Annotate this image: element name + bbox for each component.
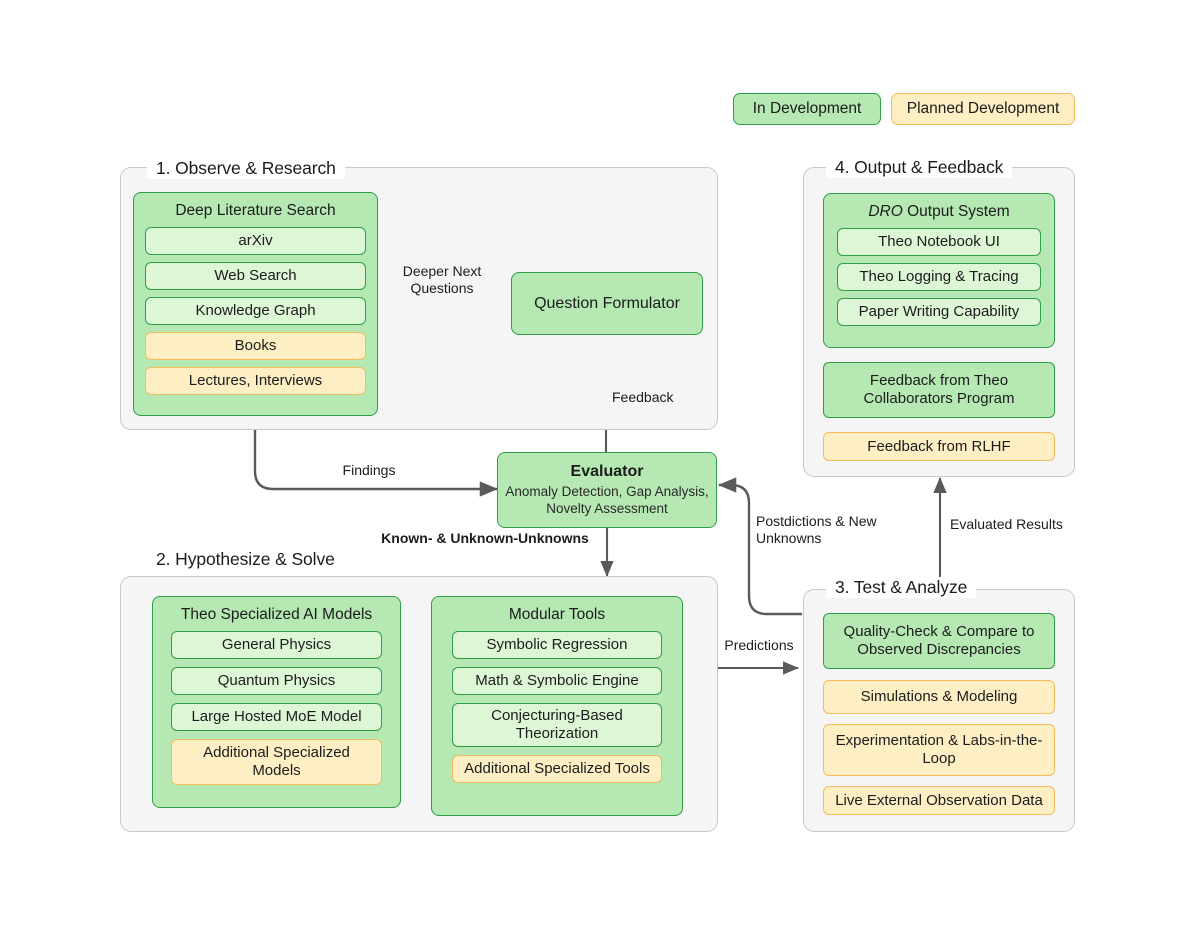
item-lectures-interviews[interactable]: Lectures, Interviews <box>145 366 366 395</box>
item-paper-writing-capability[interactable]: Paper Writing Capability <box>837 297 1041 326</box>
node-evaluator-subtitle: Anomaly Detection, Gap Analysis, Novelty… <box>505 483 709 516</box>
item-quality-check-compare[interactable]: Quality-Check & Compare to Observed Disc… <box>823 613 1055 669</box>
group-deep-literature-search-title: Deep Literature Search <box>175 202 336 219</box>
edge-label-feedback: Feedback <box>612 389 674 405</box>
arrow-postdictions-new-unknowns <box>718 477 802 616</box>
group-dro-output-system: DRO Output System Theo Notebook UI Theo … <box>823 193 1055 348</box>
item-additional-specialized-models[interactable]: Additional Specialized Models <box>171 738 382 785</box>
edge-label-findings: Findings <box>342 462 396 478</box>
legend-in-development-label: In Development <box>752 100 862 117</box>
edge-label-deeper-next-questions: Deeper Next Questions <box>402 263 482 297</box>
item-large-hosted-moe-model[interactable]: Large Hosted MoE Model <box>171 702 382 731</box>
edge-label-predictions: Predictions <box>724 637 794 653</box>
edge-label-postdictions-new-unknowns: Postdictions & New Unknowns <box>756 513 877 547</box>
item-symbolic-regression[interactable]: Symbolic Regression <box>452 630 662 659</box>
group-dro-output-system-title: DRO Output System <box>824 203 1054 221</box>
legend-planned-development[interactable]: Planned Development <box>891 93 1075 125</box>
group-deep-literature-search: Deep Literature Search arXiv Web Search … <box>133 192 378 416</box>
item-arxiv[interactable]: arXiv <box>145 226 366 255</box>
item-books[interactable]: Books <box>145 331 366 360</box>
edge-label-evaluated-results: Evaluated Results <box>950 516 1063 532</box>
item-theo-notebook-ui[interactable]: Theo Notebook UI <box>837 227 1041 256</box>
item-quantum-physics[interactable]: Quantum Physics <box>171 666 382 695</box>
item-knowledge-graph[interactable]: Knowledge Graph <box>145 296 366 325</box>
group-dro-output-system-title-rest: Output System <box>902 203 1010 220</box>
item-experimentation-labs-in-the-loop[interactable]: Experimentation & Labs-in-the-Loop <box>823 724 1055 776</box>
item-web-search[interactable]: Web Search <box>145 261 366 290</box>
group-dro-output-system-title-italic: DRO <box>868 203 903 220</box>
node-question-formulator-label: Question Formulator <box>534 294 680 312</box>
item-theo-logging-tracing[interactable]: Theo Logging & Tracing <box>837 262 1041 291</box>
item-live-external-observation-data[interactable]: Live External Observation Data <box>823 786 1055 815</box>
node-question-formulator[interactable]: Question Formulator <box>511 272 703 335</box>
group-theo-specialized-ai-models-title: Theo Specialized AI Models <box>180 606 373 623</box>
node-evaluator-title: Evaluator <box>570 462 644 480</box>
group-modular-tools: Modular Tools Symbolic Regression Math &… <box>431 596 683 816</box>
group-modular-tools-title: Modular Tools <box>508 606 606 623</box>
legend-planned-development-label: Planned Development <box>906 100 1060 117</box>
panel-test-analyze-title: 3. Test & Analyze <box>826 577 977 598</box>
item-math-symbolic-engine[interactable]: Math & Symbolic Engine <box>452 666 662 695</box>
item-conjecturing-based-theorization[interactable]: Conjecturing-Based Theorization <box>452 702 662 747</box>
item-simulations-modeling[interactable]: Simulations & Modeling <box>823 680 1055 714</box>
item-additional-specialized-tools[interactable]: Additional Specialized Tools <box>452 754 662 783</box>
edge-label-known-unknown-unknowns: Known- & Unknown-Unknowns <box>381 530 589 546</box>
panel-hypothesize-solve-title: 2. Hypothesize & Solve <box>147 549 344 570</box>
legend-in-development[interactable]: In Development <box>733 93 881 125</box>
item-general-physics[interactable]: General Physics <box>171 630 382 659</box>
panel-observe-research-title: 1. Observe & Research <box>147 158 345 179</box>
panel-output-feedback-title: 4. Output & Feedback <box>826 157 1013 178</box>
group-theo-specialized-ai-models: Theo Specialized AI Models General Physi… <box>152 596 401 808</box>
item-feedback-from-rlhf[interactable]: Feedback from RLHF <box>823 432 1055 461</box>
item-feedback-from-theo-collaborators[interactable]: Feedback from Theo Collaborators Program <box>823 362 1055 418</box>
node-evaluator[interactable]: Evaluator Anomaly Detection, Gap Analysi… <box>497 452 717 528</box>
